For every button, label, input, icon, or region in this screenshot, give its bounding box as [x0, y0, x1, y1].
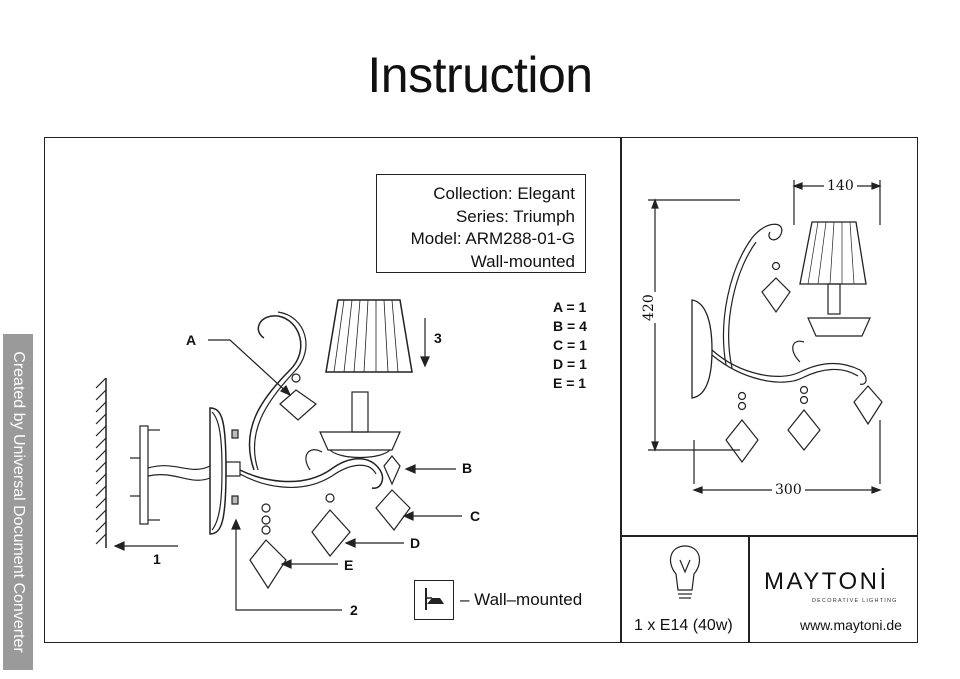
wall-mounted-icon — [414, 580, 454, 620]
instruction-frame — [44, 137, 918, 643]
candle — [351, 391, 369, 433]
product-info-box: Collection: Elegant Series: Triumph Mode… — [376, 174, 586, 273]
callout-3: 3 — [434, 330, 442, 346]
model-text: Model: ARM288-01-G — [410, 229, 575, 248]
dimension-drawing — [648, 180, 883, 494]
part-d: D = 1 — [553, 356, 587, 372]
part-a: A = 1 — [553, 299, 587, 315]
lamp-shade — [325, 299, 413, 373]
parts-list: A = 1 B = 4 C = 1 D = 1 E = 1 — [553, 298, 587, 393]
brand-logo: MAYTONİ — [764, 568, 889, 595]
callout-b: B — [462, 460, 473, 476]
wall-mounted-label: – Wall–mounted — [460, 590, 583, 609]
callout-2: 2 — [350, 602, 358, 618]
divider-horizontal — [620, 535, 918, 537]
mount-text: Wall-mounted — [470, 251, 575, 271]
crystal-pendants — [249, 373, 411, 590]
bulb-icon — [669, 545, 701, 599]
dimension-height: 420 — [641, 292, 657, 323]
series-text: Series: Triumph — [455, 206, 575, 226]
candle-cup — [319, 431, 401, 451]
divider-footer — [748, 535, 750, 643]
website-link[interactable]: www.maytoni.de — [800, 617, 902, 633]
callout-a: A — [186, 332, 197, 348]
leader-2 — [235, 520, 342, 611]
callout-d: D — [410, 535, 421, 551]
part-b: B = 4 — [553, 318, 587, 334]
dimension-width-top: 140 — [824, 178, 857, 194]
callout-1: 1 — [153, 551, 161, 567]
brand-tagline: DECORATIVE LIGHTING — [812, 598, 898, 604]
watermark-bar: Created by Universal Document Converter — [3, 334, 33, 670]
mounting-bracket — [139, 425, 149, 525]
callout-c: C — [470, 508, 481, 524]
callout-e: E — [344, 557, 354, 573]
sconce-scroll — [248, 315, 302, 471]
collection-text: Collection: Elegant — [433, 184, 575, 203]
leader-a — [208, 339, 291, 396]
dimension-width-bottom: 300 — [772, 482, 805, 498]
sconce-arm — [239, 458, 384, 489]
page-title: Instruction — [367, 47, 593, 103]
divider-vertical — [620, 137, 622, 643]
watermark-text: Created by Universal Document Converter — [10, 351, 27, 653]
part-e: E = 1 — [553, 375, 587, 391]
part-c: C = 1 — [553, 337, 587, 353]
bulb-spec: 1 x E14 (40w) — [634, 617, 733, 634]
wall-hatch — [95, 377, 107, 545]
